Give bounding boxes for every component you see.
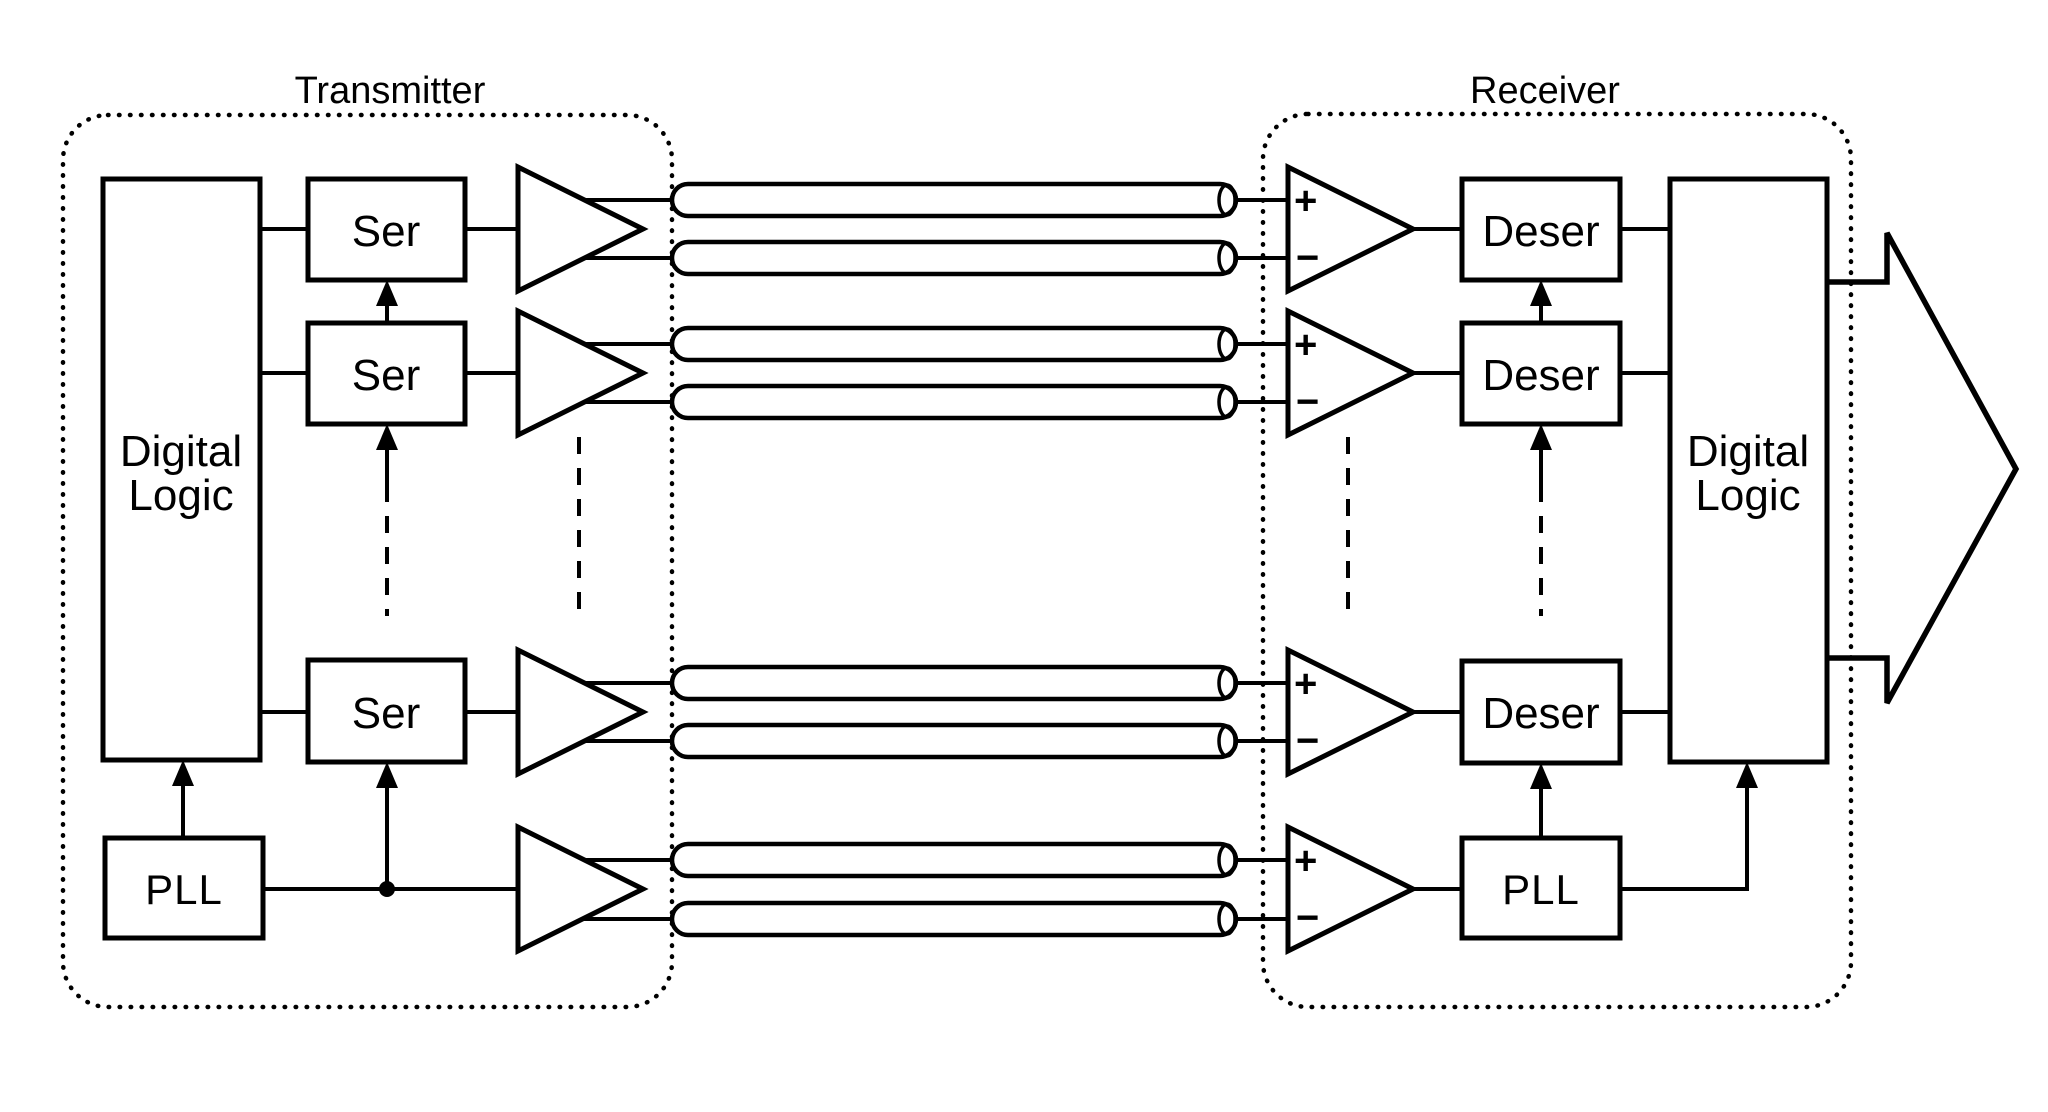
tx-ser2-box [305,320,468,427]
rx-comparator1 [1285,162,1419,296]
rx-pll-to-dl-wire [1620,779,1749,891]
rx-comparator2-plus-sign: + [1294,323,1317,367]
transmission-line-lane1-p [669,181,1239,219]
tx-ser2-label: Ser [352,351,420,400]
receiver-boundary [1260,111,1854,1010]
tx-driver1-buffer [515,162,649,296]
transmission-line-lane1-n [669,239,1239,277]
channel-section [584,181,1288,938]
rx-comparator1-minus-sign: − [1296,236,1319,280]
tx-pll-box [102,835,266,941]
tx-pll-to-dl-arrowhead [172,760,194,786]
tx-digital-logic-box [100,176,263,763]
tx-clock-driver-buffer [515,822,649,956]
transmitter-boundary [60,112,675,1010]
rx-comparator3 [1285,645,1419,779]
rx-clock-comparator-minus-sign: − [1296,896,1319,940]
rx-clock-comparator [1285,822,1419,956]
transmission-line-lane2-p [669,325,1239,363]
tx-ser1-box [305,176,468,283]
transmission-line-clock-p [669,841,1239,879]
transmitter-label: Transmitter [295,70,486,112]
rx-deser3-label: Deser [1482,689,1599,738]
rx-deser3-box [1459,658,1623,766]
receiver-section: Receiver + − + − + − + − Deser Deser Des… [1260,70,1854,1010]
rx-digital-logic-label-line2: Logic [1695,471,1800,520]
tx-ser2-to-ser1-arrowhead [376,280,398,306]
rx-clock-comparator-plus-sign: + [1294,839,1317,883]
rx-deser2-to-deser1-arrowhead [1530,280,1552,306]
transmitter-section: Transmitter Digital Logic Ser Ser Ser PL… [60,70,675,1010]
rx-clock-to-deser2-arrowhead [1530,424,1552,450]
rx-deser2-label: Deser [1482,351,1599,400]
transmission-line-lane2-n [669,383,1239,421]
tx-digital-logic-label-line2: Logic [128,471,233,520]
rx-comparator3-plus-sign: + [1294,662,1317,706]
rx-comparator2-minus-sign: − [1296,380,1319,424]
rx-digital-logic-label-line1: Digital [1687,427,1809,476]
rx-pll-to-dl-arrowhead [1736,762,1758,788]
transmission-line-lane3-p [669,664,1239,702]
tx-driver3-buffer [515,645,649,779]
tx-digital-logic-label-line1: Digital [120,427,242,476]
rx-comparator3-minus-sign: − [1296,719,1319,763]
rx-pll-to-deser3-arrowhead [1530,763,1552,789]
rx-comparator2 [1285,306,1419,440]
transmission-line-clock-n [669,900,1239,938]
transmission-line-lane3-n [669,722,1239,760]
parallel-data-output-arrow [1827,231,2020,705]
tx-ser3-label: Ser [352,689,420,738]
tx-clock-to-ser3-arrowhead [376,762,398,788]
tx-clock-to-ser2-arrowhead [376,424,398,450]
receiver-label: Receiver [1470,70,1620,112]
tx-ser1-label: Ser [352,207,420,256]
tx-pll-label: PLL [145,866,223,913]
tx-driver2-buffer [515,306,649,440]
rx-pll-label: PLL [1502,866,1580,913]
rx-digital-logic-box [1667,176,1830,765]
rx-comparator1-plus-sign: + [1294,179,1317,223]
rx-deser1-label: Deser [1482,207,1599,256]
